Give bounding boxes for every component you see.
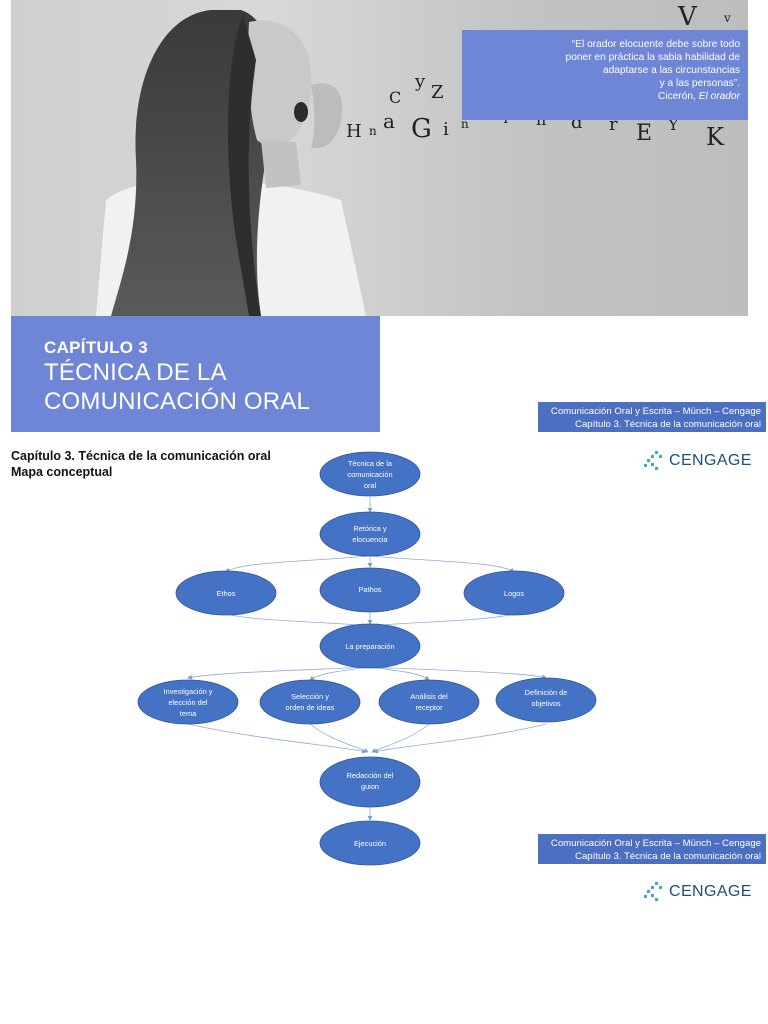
reference-banner: Comunicación Oral y Escrita – Münch – Ce… — [538, 402, 766, 432]
node-ethos-label: Ethos — [217, 589, 236, 598]
cengage-mark-icon — [644, 882, 662, 901]
svg-text:r: r — [609, 114, 618, 135]
node-preparacion-label: La preparación — [345, 642, 394, 651]
node-preparacion: La preparación — [319, 623, 421, 669]
chapter-title-line-1: TÉCNICA DE LA — [44, 359, 227, 386]
letter-H: H — [346, 121, 362, 142]
svg-text:d: d — [571, 112, 583, 133]
reference-line-2: Capítulo 3. Técnica de la comunicación o… — [575, 851, 761, 862]
chapter-title-box: CAPÍTULO 3 TÉCNICA DE LA COMUNICACIÓN OR… — [11, 316, 380, 432]
quote-author-line: Cicerón, El orador — [466, 90, 740, 103]
svg-text:Z: Z — [431, 82, 444, 103]
cengage-logo-text: CENGAGE — [669, 452, 752, 469]
chapter-title-line-2: COMUNICACIÓN ORAL — [44, 388, 311, 415]
svg-text:V: V — [677, 2, 698, 32]
cengage-logo-text: CENGAGE — [669, 883, 752, 900]
node-ethos: Ethos — [175, 570, 277, 616]
reference-line-2: Capítulo 3. Técnica de la comunicación o… — [575, 419, 761, 430]
svg-text:E: E — [636, 121, 652, 146]
node-pathos: Pathos — [319, 567, 421, 613]
svg-text:v: v — [723, 11, 731, 25]
caption-line-1: Capítulo 3. Técnica de la comunicación o… — [11, 449, 271, 463]
quote-work: El orador — [698, 91, 740, 102]
svg-text:C: C — [389, 88, 401, 107]
quote-box: “El orador elocuente debe sobre todo pon… — [462, 30, 748, 120]
quote-line-1: “El orador elocuente debe sobre todo — [571, 39, 740, 50]
cengage-mark-icon — [644, 451, 662, 470]
slide-caption: Capítulo 3. Técnica de la comunicación o… — [11, 448, 271, 480]
svg-text:G: G — [411, 114, 432, 144]
svg-text:i: i — [443, 119, 449, 140]
node-ejecucion: Ejecución — [319, 820, 421, 866]
node-pathos-label: Pathos — [358, 585, 381, 594]
cengage-logo: CENGAGE — [643, 450, 752, 472]
caption-line-2: Mapa conceptual — [11, 465, 113, 479]
node-ejecucion-label: Ejecución — [354, 839, 386, 848]
node-logos: Logos — [463, 570, 565, 616]
reference-line-1: Comunicación Oral y Escrita – Münch – Ce… — [550, 406, 761, 417]
node-logos-label: Logos — [504, 589, 524, 598]
quote-line-2: poner en práctica la sabia habilidad de — [565, 52, 740, 63]
reference-line-1: Comunicación Oral y Escrita – Münch – Ce… — [550, 838, 761, 849]
quote-line-3: adaptarse a las circunstancias — [602, 65, 740, 76]
svg-text:n: n — [461, 117, 469, 131]
svg-text:y: y — [414, 71, 426, 92]
chapter-label: CAPÍTULO 3 — [44, 338, 149, 357]
reference-banner-bottom: Comunicación Oral y Escrita – Münch – Ce… — [538, 834, 766, 864]
cengage-logo-bottom: CENGAGE — [643, 881, 752, 903]
quote-line-4: y a las personas”. — [659, 78, 740, 89]
svg-text:a: a — [383, 109, 395, 133]
quote-author: Cicerón, — [657, 91, 699, 102]
svg-text:K: K — [706, 123, 725, 151]
svg-text:n: n — [369, 124, 377, 138]
